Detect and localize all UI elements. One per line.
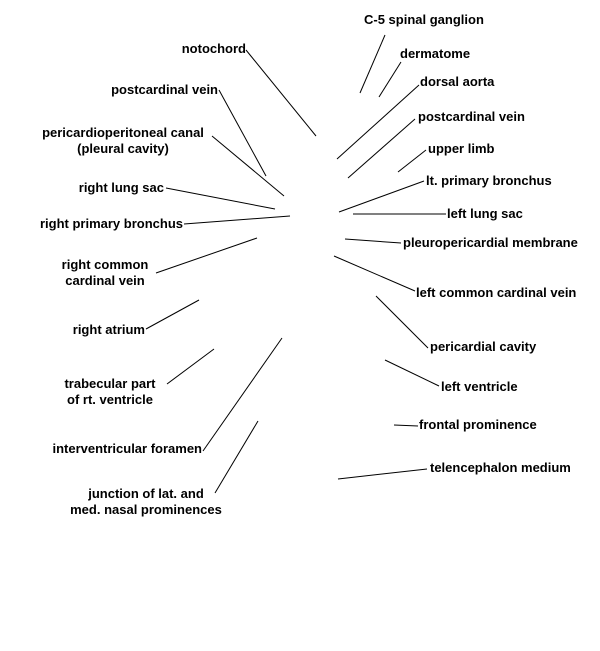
label-c5-spinal-ganglion: C-5 spinal ganglion [364, 12, 484, 27]
label-postcardinal-vein-left: postcardinal vein [418, 109, 525, 124]
leader-dorsal-aorta [336, 84, 420, 160]
leader-lt-primary-bronchus [338, 180, 425, 213]
leader-interventricular-foramen [202, 337, 283, 452]
leader-postcardinal-vein-left [347, 118, 416, 179]
label-notochord: notochord [181, 41, 246, 56]
label-pleuropericardial-membrane: pleuropericardial membrane [403, 235, 578, 250]
leader-junction-nasal-prominences [214, 420, 259, 494]
label-pericardial-cavity: pericardial cavity [430, 339, 537, 354]
leader-trabecular-part [166, 348, 215, 385]
label-dorsal-aorta: dorsal aorta [420, 74, 495, 89]
label-telencephalon-medium: telencephalon medium [430, 460, 571, 475]
label-interventricular-foramen: interventricular foramen [52, 441, 202, 456]
label-frontal-prominence: frontal prominence [419, 417, 537, 432]
label-right-lung-sac: right lung sac [78, 180, 164, 195]
label-left-common-cardinal-vein: left common cardinal vein [416, 285, 577, 300]
leader-postcardinal-vein-right [218, 89, 267, 177]
leader-right-atrium [145, 299, 200, 330]
leader-c5-spinal-ganglion [359, 34, 386, 94]
label-left-lung-sac: left lung sac [447, 206, 523, 221]
leader-left-ventricle [384, 359, 440, 387]
leader-pleuropericardial-membrane [344, 238, 402, 244]
leader-left-common-cardinal-vein [333, 255, 416, 292]
leader-right-primary-bronchus [183, 215, 291, 225]
leader-dermatome [378, 61, 402, 98]
leader-right-common-cardinal-vein [155, 237, 258, 274]
leader-pericardioperitoneal-canal [211, 135, 285, 197]
leader-right-lung-sac [165, 187, 276, 210]
leader-notochord [245, 49, 317, 137]
leader-frontal-prominence [393, 424, 419, 427]
label-right-primary-bronchus: right primary bronchus [39, 216, 183, 231]
label-pericardioperitoneal-canal: pericardioperitoneal canal (pleural cavi… [42, 125, 204, 156]
label-left-ventricle: left ventricle [441, 379, 518, 394]
label-junction-nasal-prominences: junction of lat. and med. nasal prominen… [70, 486, 222, 517]
label-right-atrium: right atrium [72, 322, 145, 337]
label-trabecular-part: trabecular part of rt. ventricle [64, 376, 156, 407]
label-upper-limb: upper limb [428, 141, 495, 156]
label-dermatome: dermatome [400, 46, 471, 61]
leader-pericardial-cavity [375, 295, 429, 349]
label-right-common-cardinal-vein: right common cardinal vein [61, 257, 149, 288]
leader-upper-limb [397, 149, 427, 173]
label-postcardinal-vein-right: postcardinal vein [111, 82, 218, 97]
leader-telencephalon-medium [337, 468, 428, 480]
label-lt-primary-bronchus: lt. primary bronchus [426, 173, 552, 188]
